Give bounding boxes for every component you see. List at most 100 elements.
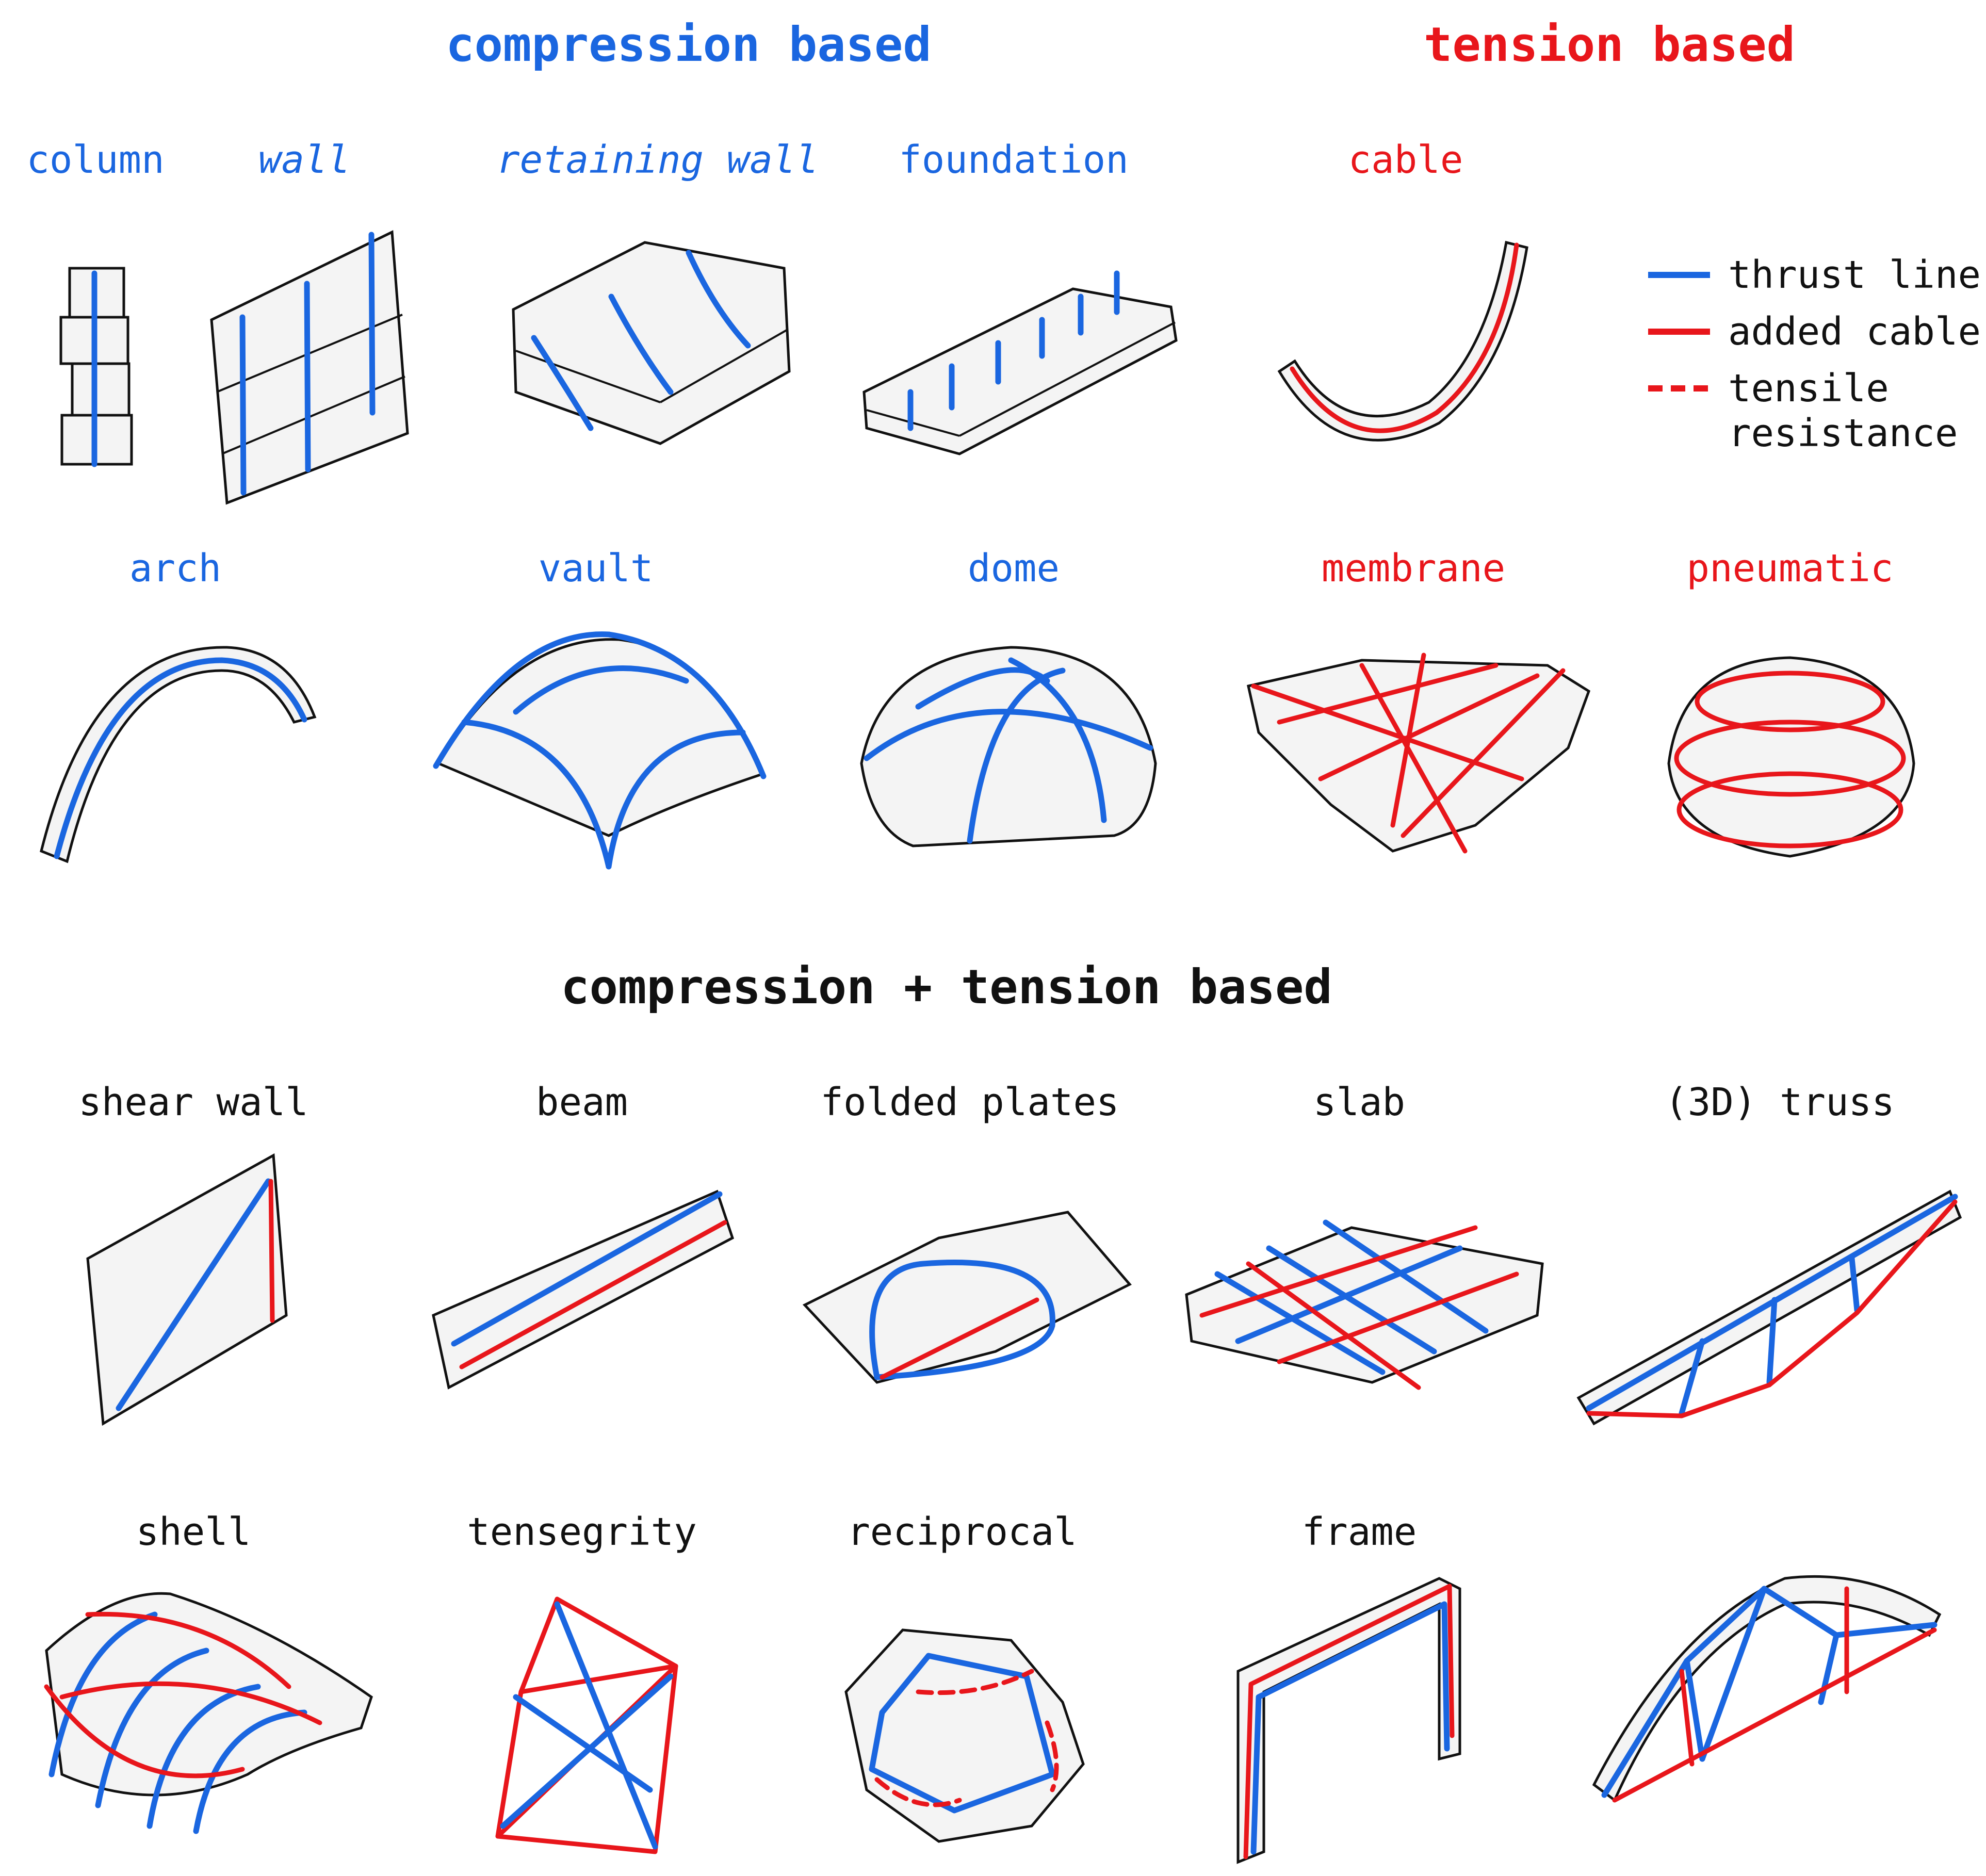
folded-plates-added-cable [880,1297,1039,1380]
slab-added-cable-3 [1246,1261,1421,1390]
arched-truss-added-cable-tie [1612,1627,1937,1803]
label-frame: frame [1302,1510,1417,1554]
legend-tensile-resistance-label-2: resistance [1728,411,1958,455]
label-retaining-wall: retaining wall [497,138,819,182]
slab-added-cables [1199,1225,1519,1390]
legend-tensile-resistance-label-1: tensile [1728,366,1889,411]
arch-drawing [40,646,317,863]
beam-added-cable [459,1220,727,1369]
beam-drawing [432,1189,735,1390]
column-drawing [59,267,133,467]
folded-plates-thrust-line [869,1260,1055,1380]
label-reciprocal: reciprocal [847,1510,1077,1554]
membrane-cable-6 [1390,652,1426,828]
pneumatic-cable-1 [1695,671,1885,732]
label-tensegrity: tensegrity [467,1510,697,1554]
vault-thrust-line-5 [606,729,746,870]
legend-thrust-line-label: thrust line [1728,253,1981,297]
label-pneumatic: pneumatic [1687,546,1894,591]
shell-drawing [44,1592,373,1834]
reciprocal-tensile-resistance-1 [916,1669,1034,1695]
label-wall: wall [258,138,350,182]
shear-wall-thrust-line [116,1178,271,1411]
slab-drawing [1185,1219,1544,1390]
dome-thrust-line-1 [864,709,1153,761]
shear-wall-added-cable [268,1179,275,1323]
membrane-cable-3 [1318,673,1540,781]
truss-strut-1 [1679,1338,1705,1416]
slab-thrust-lines [1214,1219,1489,1375]
pneumatic-drawing [1667,656,1915,858]
shell-thrust-line-2 [95,1647,209,1808]
membrane-cable-1 [1251,683,1524,781]
retaining-wall-drawing [512,241,791,445]
tensegrity-strut-1 [554,1601,658,1850]
dome-thrust-line-3 [967,667,1066,844]
arched-truss-drawing [1592,1575,1942,1803]
retaining-wall-thrust-line-2 [608,293,674,395]
slab-added-cable-1 [1199,1225,1478,1318]
shell-added-cable-1 [85,1611,291,1689]
label-beam: beam [536,1080,628,1124]
shear-wall-drawing [86,1153,288,1426]
vault-drawing [433,631,767,870]
beam-thrust-line [451,1191,723,1347]
membrane-cable-5 [1401,668,1566,838]
tensegrity-drawing [495,1596,678,1854]
vault-thrust-line-3 [513,665,689,715]
retaining-wall-thrust-line-3 [686,250,751,349]
cable-added-cable [1290,242,1519,433]
vault-thrust-line-4 [461,719,612,870]
wall-thrust-line-1 [239,314,247,496]
legend-added-cable-label: added cable [1728,309,1981,354]
pneumatic-cable-2 [1674,720,1906,797]
tensegrity-added-cable-hull [495,1596,678,1854]
frame-added-cable [1243,1584,1455,1859]
shell-thrust-line-4 [193,1709,307,1834]
heading-compression: compression based [446,17,932,72]
frame-thrust-line [1250,1601,1450,1855]
label-foundation: foundation [899,138,1129,182]
shell-thrust-line-1 [48,1611,158,1777]
folded-plates-drawing [802,1211,1132,1384]
shell-added-cable-3 [44,1684,245,1779]
label-arch: arch [129,546,221,591]
tensegrity-strut-3 [500,1673,674,1829]
tensegrity-strut-2 [513,1694,653,1793]
truss-strut-2 [1766,1297,1778,1385]
retaining-wall-thrust-line-1 [531,335,594,431]
label-truss: (3D) truss [1665,1080,1895,1124]
arch-thrust-line [54,657,307,859]
truss-added-cable [1586,1199,1958,1418]
truss-strut-3 [1849,1255,1860,1313]
arched-truss-strut-1 [1684,1658,1705,1762]
label-shell: shell [136,1510,251,1554]
arched-truss-strut-3 [1818,1632,1840,1705]
slab-thrust-line-4 [1235,1245,1463,1344]
foundation-drawing [862,270,1178,455]
shell-added-cable-2 [59,1681,322,1725]
legend: thrust line added cable tensile resistan… [1648,253,1981,455]
label-slab: slab [1313,1080,1405,1124]
vault-thrust-line-2 [606,631,767,779]
label-membrane: membrane [1322,546,1505,591]
frame-drawing [1236,1577,1461,1864]
wall-drawing [210,230,409,505]
vault-thrust-line-1 [433,631,612,769]
arched-truss-added-cable-1 [1679,1669,1695,1767]
wall-thrust-line-2 [304,281,311,472]
membrane-cable-4 [1359,663,1468,854]
label-cable: cable [1348,138,1463,182]
slab-added-cable-2 [1277,1271,1519,1364]
pneumatic-cable-3 [1676,771,1903,849]
reciprocal-thrust-line [869,1653,1055,1814]
label-shear-wall: shear wall [78,1080,308,1124]
slab-thrust-line-1 [1214,1271,1386,1375]
slab-thrust-line-3 [1323,1219,1489,1334]
membrane-cable-2 [1277,663,1499,725]
label-vault: vault [539,546,654,591]
tensegrity-added-cable-inner-1 [518,1663,678,1694]
dome-drawing [860,646,1157,847]
cable-drawing [1277,240,1528,442]
slab-thrust-line-2 [1266,1245,1437,1355]
